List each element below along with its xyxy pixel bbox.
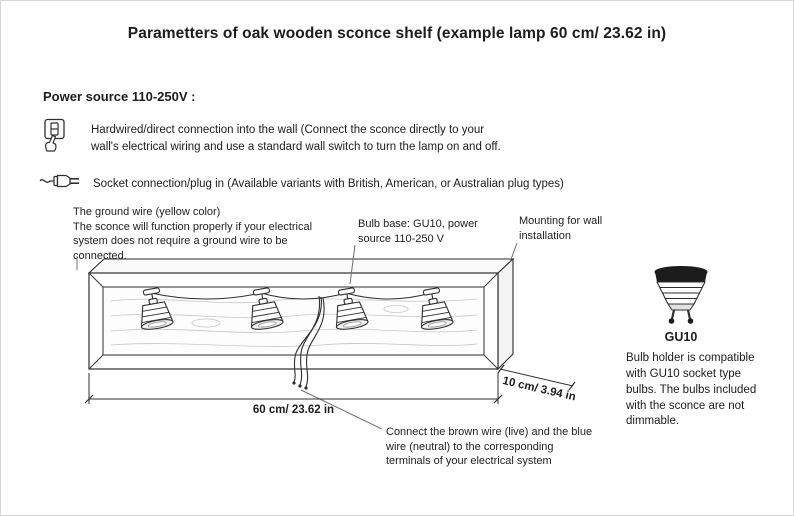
hanging-wires — [292, 295, 325, 390]
spotlight-3 — [329, 285, 370, 332]
power-source-heading: Power source 110-250V : — [43, 89, 196, 104]
page-title: Parametters of oak wooden sconce shelf (… — [127, 25, 667, 42]
dimension-depth-label: 10 cm/ 3.94 in — [501, 375, 577, 404]
callout-mounting: Mounting for wall installation — [519, 215, 603, 242]
bulb-type-label: GU10 — [664, 330, 698, 344]
wall-switch-hand-icon — [44, 118, 65, 152]
socket-text: Socket connection/plug in (Available var… — [93, 178, 564, 190]
callout-bulb-base: Bulb base: GU10, power source 110-250 V — [358, 218, 478, 245]
leader-lines — [76, 242, 518, 430]
spotlight-1 — [134, 285, 175, 332]
spotlight-2 — [244, 285, 285, 332]
wood-grain — [110, 298, 478, 347]
shelf-drawing — [87, 257, 515, 371]
callout-wiring: Connect the brown wire (live) and the bl… — [386, 426, 593, 468]
power-plug-icon — [39, 174, 79, 188]
spotlight-4 — [414, 285, 455, 332]
bulb-holder-description: Bulb holder is compatible with GU10 sock… — [626, 352, 757, 428]
dimension-length-label: 60 cm/ 23.62 in — [252, 404, 335, 416]
gu10-bulb-drawing — [654, 266, 708, 324]
callout-ground-wire: The ground wire (yellow color) The sconc… — [73, 206, 313, 262]
hardwired-text: Hardwired/direct connection into the wal… — [91, 124, 501, 153]
leader-mounting — [509, 242, 518, 263]
connecting-wire — [150, 292, 432, 300]
